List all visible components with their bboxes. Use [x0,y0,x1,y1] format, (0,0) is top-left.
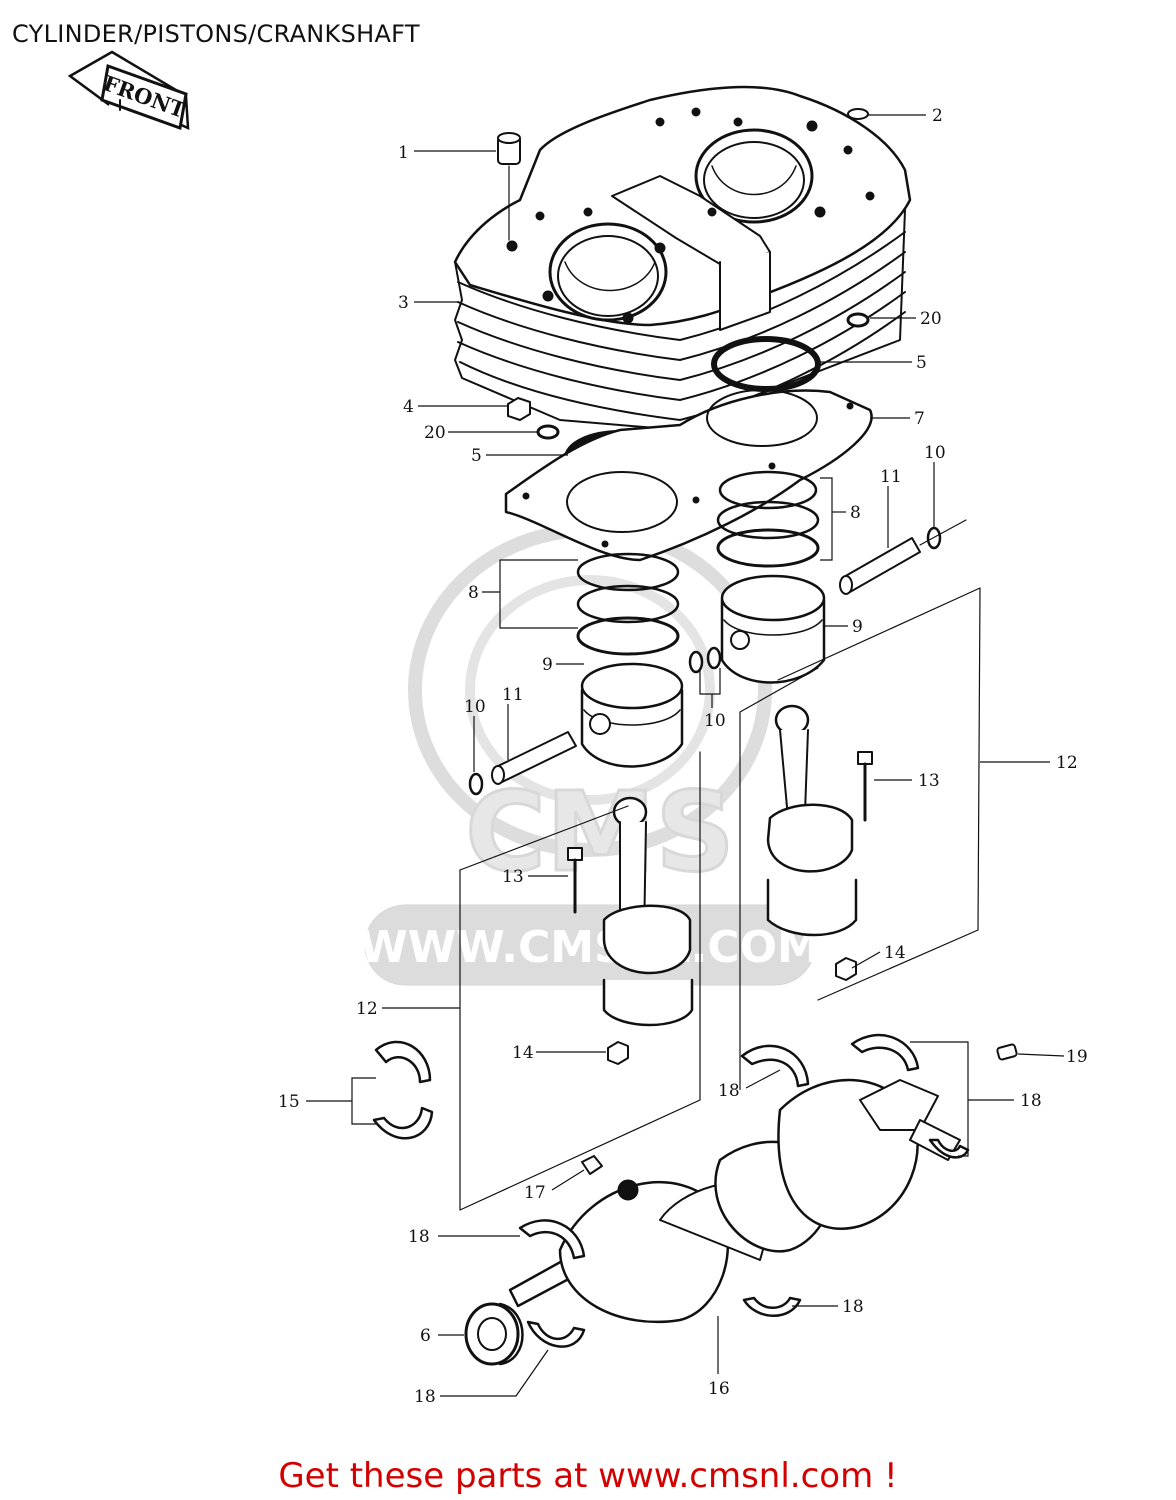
piston-right [720,574,826,684]
callout-label: 16 [708,1379,730,1399]
con-rod-nut-right [835,957,857,981]
callout-label: 10 [464,697,486,717]
callout-label: 18 [1020,1091,1042,1111]
callout-label: 12 [356,999,378,1019]
callout-label: 18 [842,1297,864,1317]
crank-bearing-shell-18-f [928,1138,970,1159]
piston-left [580,662,684,768]
crankshaft [508,1078,961,1324]
callout-label: 18 [414,1387,436,1407]
crankshaft-oil-seal [464,1302,524,1366]
piston-pin-left [491,731,577,785]
callout-label: 8 [850,503,861,523]
con-rod-nut-left [607,1041,629,1065]
callout-label: 20 [920,309,942,329]
callout-label: 3 [398,293,409,313]
callout-label: 20 [424,423,446,443]
callout-label: 14 [512,1043,534,1063]
con-rod-group-outline-right-b [739,667,819,1061]
crankcase-dowel [996,1043,1018,1061]
cylinder-base-gasket [504,389,873,562]
bearing-shells-15 [372,1040,434,1140]
callout-label: 1 [398,143,409,163]
callout-label: 18 [408,1227,430,1247]
crank-bearing-shell-18-e [850,1033,920,1072]
watermark-url: WWW.CMSNL.COM [359,922,821,973]
callout-label: 4 [403,397,414,417]
callout-label: 8 [468,583,479,603]
con-rod-group-outline-left [459,751,701,1211]
callout-label: 9 [542,655,553,675]
cmsnl-watermark-logo: WWW.CMSNL.COM CMS [359,523,821,986]
watermark-logo-text: CMS [465,768,734,896]
crank-bearing-shell-18-d [740,1044,810,1088]
o-ring-small [847,108,869,120]
piston-pin-right [839,519,967,595]
cylinder-nut [507,397,531,421]
callout-label: 11 [880,467,902,487]
con-rod-bolt-right [857,751,873,822]
cylinder-dowel-pin [497,132,521,241]
front-direction-sign: FRONT [67,50,190,131]
callout-label: 13 [918,771,940,791]
crank-key [581,1155,603,1175]
callout-label: 18 [718,1081,740,1101]
callout-labels: 1 2 3 20 5 4 20 5 7 8 10 11 8 9 9 11 10 … [278,106,1088,1407]
callout-label: 12 [1056,753,1078,773]
con-rod-group-outline-right [777,587,981,1001]
callout-label: 17 [524,1183,546,1203]
callout-label: 10 [924,443,946,463]
callout-label: 11 [502,685,524,705]
piston-rings-left [576,552,680,656]
crank-bearing-shell-18-a [518,1219,586,1260]
callout-label: 7 [914,409,925,429]
washer-left [536,424,560,440]
circlip-left-outer [468,772,484,796]
crank-bearing-shell-18-c [742,1296,802,1317]
callout-label: 2 [932,106,943,126]
circlip-center-b [706,646,722,670]
callout-label: 15 [278,1092,300,1112]
callout-leader-lines [306,114,1065,1397]
crank-bearing-shell-18-b [526,1320,586,1348]
callout-label: 14 [884,943,906,963]
connecting-rod-right [766,704,873,981]
callout-label: 5 [916,353,927,373]
piston-rings-right [716,470,820,568]
callout-label: 9 [852,617,863,637]
con-rod-bolt-left [567,847,583,914]
callout-label: 6 [420,1326,431,1346]
washer-right [846,312,870,328]
connecting-rod-left [567,796,694,1065]
footer-promo-link[interactable]: Get these parts at www.cmsnl.com ! [278,1456,898,1496]
cylinder-block [453,85,912,431]
callout-label: 10 [704,711,726,731]
page-title: CYLINDER/PISTONS/CRANKSHAFT [12,20,420,48]
callout-label: 13 [502,867,524,887]
callout-label: 5 [471,446,482,466]
con-rod-group-outline-left-top [459,805,629,871]
circlip-center-a [688,650,704,674]
bore-o-ring-right [711,336,821,392]
callout-label: 19 [1066,1047,1088,1067]
